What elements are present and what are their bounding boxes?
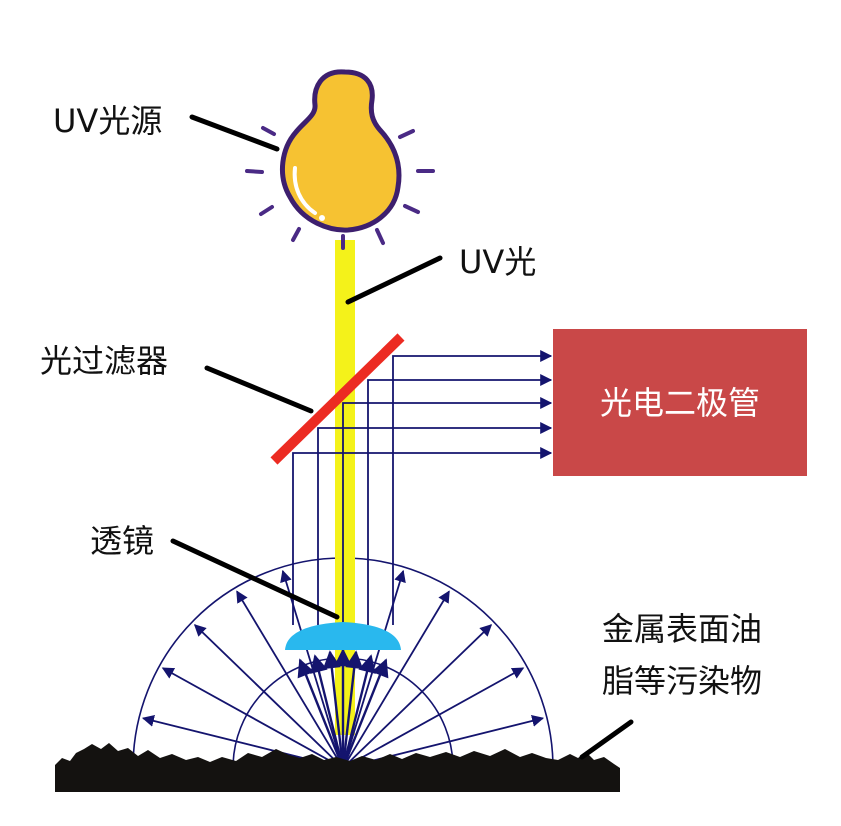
fluorescence-inner-arrows xyxy=(297,648,389,769)
photodiode-label: 光电二极管 xyxy=(600,384,760,422)
fluorescence-arrow-to-lens xyxy=(341,650,364,769)
return-light-paths xyxy=(292,350,553,625)
leader-lines xyxy=(170,114,634,760)
fluorescence-arrow xyxy=(342,624,493,769)
optical-filter-label: 光过滤器 xyxy=(40,342,168,380)
fluorescence-arrow-to-lens xyxy=(341,654,376,769)
fluorescence-arrow xyxy=(342,590,450,769)
fluorescence-arrow xyxy=(236,590,344,769)
uv-light-label: UV光 xyxy=(459,243,536,281)
fluorescence-arrow xyxy=(161,667,344,769)
light-bulb-icon xyxy=(245,69,435,250)
fluorescence-arrow-to-lens xyxy=(310,654,345,769)
contaminant-label-line2: 脂等污染物 xyxy=(602,662,762,700)
optical-filter xyxy=(270,333,405,465)
fluorescence-arrow xyxy=(342,667,525,769)
fluorescence-arrow xyxy=(342,714,545,769)
contaminant-label-line1: 金属表面油 xyxy=(602,610,762,648)
fluorescence-arrow-to-lens xyxy=(341,658,389,769)
photodiode-box xyxy=(553,329,807,476)
metal-surface-contaminant xyxy=(55,743,620,792)
fluorescence-arrow-to-lens xyxy=(322,650,345,769)
fluorescence-arrow xyxy=(193,624,344,769)
lens xyxy=(285,622,401,650)
lens-label: 透镜 xyxy=(90,522,154,560)
fluorescence-arrow-to-lens xyxy=(297,658,345,769)
uv-beam xyxy=(335,240,355,735)
uv-source-label: UV光源 xyxy=(53,102,162,140)
